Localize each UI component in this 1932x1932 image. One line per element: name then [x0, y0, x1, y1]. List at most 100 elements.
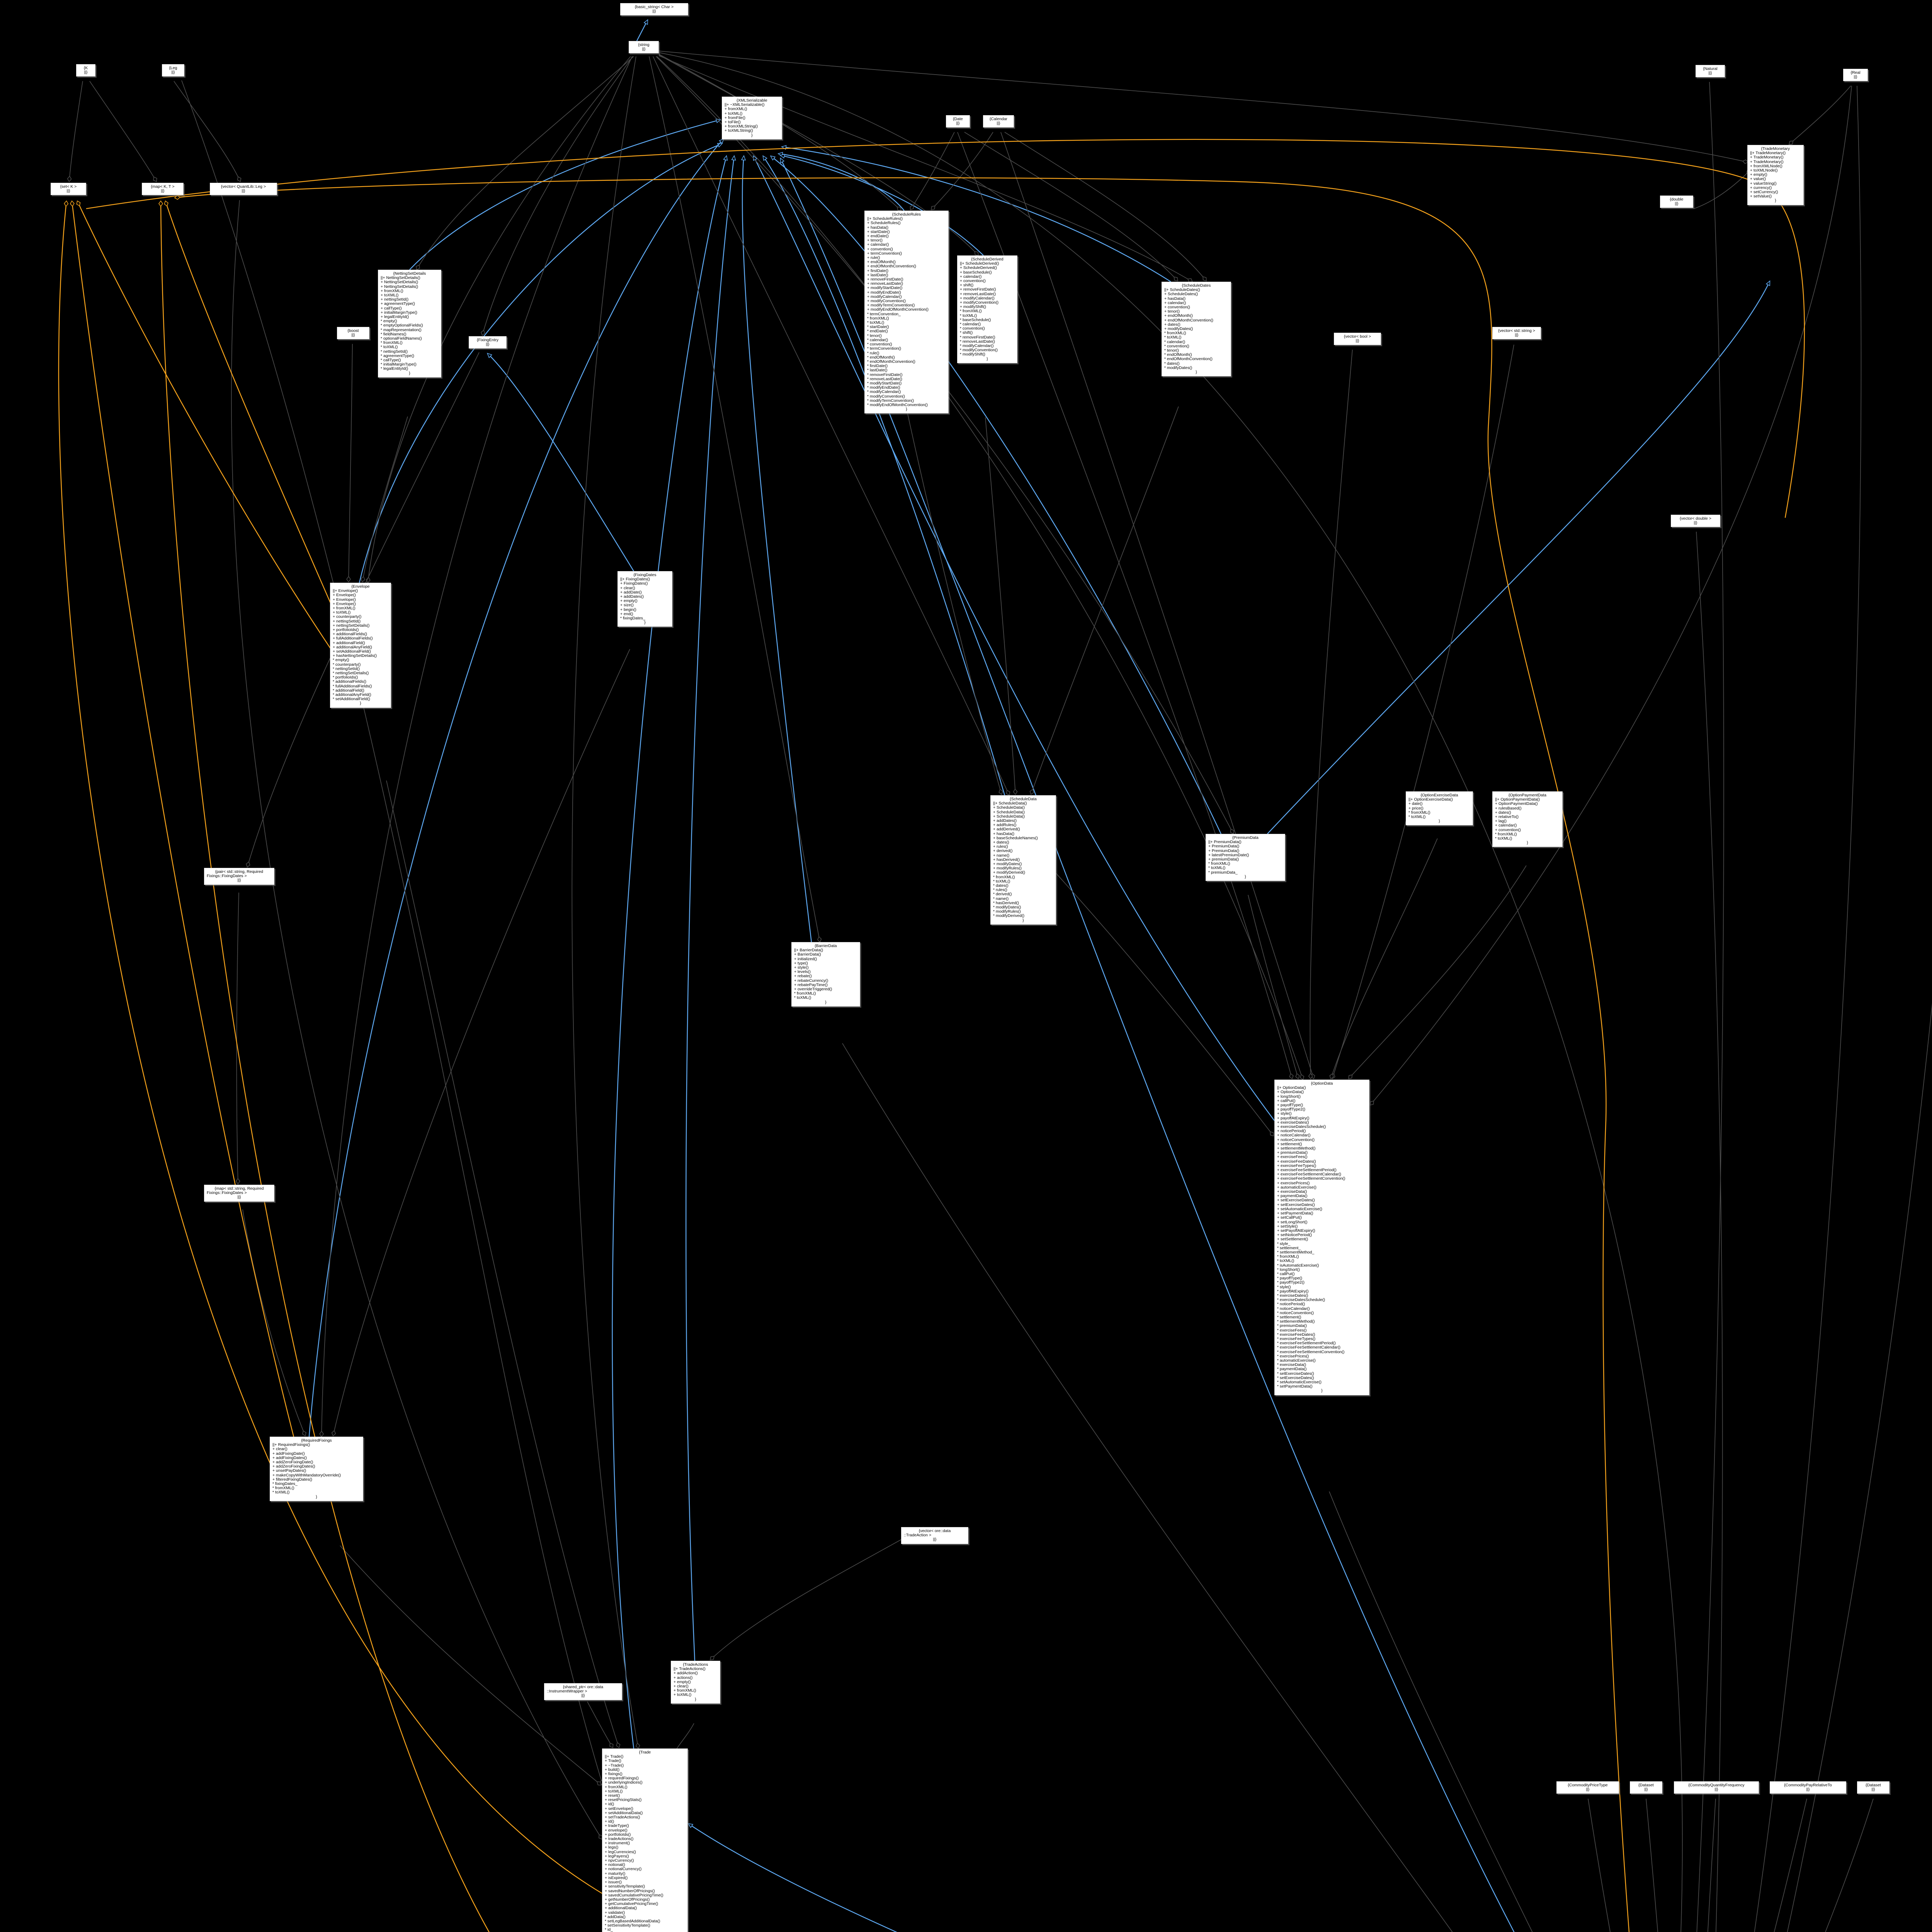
class-node-premium-data-line: + PremiumData() — [1208, 844, 1240, 849]
class-node-schedule-derived-line: + baseSchedule() — [960, 270, 992, 275]
class-node-commodity-quantity-frequency-line: {CommodityQuantityFrequency — [1688, 1783, 1745, 1787]
class-node-shared-ptr-instrument-wrapper[interactable]: {shared_ptr< ore::data::InstrumentWrappe… — [544, 1683, 622, 1700]
class-node-dataset-1[interactable]: {Dataset||} — [1630, 1781, 1662, 1794]
edge-vector-quantlib-leg-to-trade — [231, 200, 602, 1839]
edge-calendar-to-schedule-rules — [931, 132, 993, 210]
class-node-set-k[interactable]: {set< K >||} — [51, 183, 86, 196]
class-node-schedule-data-line: + hasData() — [993, 831, 1015, 836]
class-node-fixing-dates-line: {FixingDates — [633, 573, 656, 577]
class-node-xml-serializable[interactable]: {XMLSerializable||+ ~XMLSerializable()+ … — [722, 97, 782, 139]
class-node-schedule-derived-line: * removeLastDate() — [960, 339, 995, 344]
class-node-schedule-dates-line: * toXML() — [1164, 335, 1182, 340]
class-node-option-data-line: * isAutomaticExercise() — [1277, 1263, 1319, 1268]
class-node-vector-quantlib-leg[interactable]: {vector< QuantLib::Leg >||} — [210, 183, 277, 196]
class-node-commodity-pay-relative-to[interactable]: {CommodityPayRelativeTo||} — [1770, 1781, 1846, 1794]
class-node-trade-line: + getNumberOfPricings() — [605, 1897, 650, 1902]
class-node-netting-set-details-line: * legalEntityId() — [381, 366, 408, 371]
class-node-option-exercise-data[interactable]: {OptionExerciseData||+ OptionExerciseDat… — [1406, 791, 1473, 826]
class-node-schedule-dates-line: + endOfMonthConvention() — [1164, 318, 1213, 323]
class-node-netting-set-details-line: * toXML() — [381, 345, 398, 350]
class-node-map-k-t[interactable]: {map< K, T >||} — [142, 183, 184, 196]
class-node-double[interactable]: {double||} — [1660, 196, 1693, 208]
class-node-pair-fixing-dates-line: ||} — [237, 878, 241, 883]
class-node-string[interactable]: {string||} — [629, 41, 659, 54]
class-node-commodity-quantity-frequency[interactable]: {CommodityQuantityFrequency||} — [1674, 1781, 1759, 1794]
class-node-schedule-rules-line: * removeFirstDate() — [867, 372, 903, 377]
class-node-schedule-rules-line: ||+ ScheduleRules() — [867, 216, 903, 221]
class-node-schedule-dates-line: + hasData() — [1164, 296, 1186, 301]
class-node-dataset-2-line: {Dataset — [1866, 1783, 1881, 1787]
edge-fixing-dates-to-required-fixings — [333, 649, 630, 1436]
class-node-option-data-line: * exerciseFeeDates() — [1277, 1332, 1315, 1337]
class-node-real[interactable]: {Real||} — [1843, 69, 1868, 82]
class-node-schedule-rules[interactable]: {ScheduleRules||+ ScheduleRules()+ Sched… — [864, 211, 949, 414]
class-node-shared-ptr-instrument-wrapper-line: ::InstrumentWrapper > — [547, 1689, 587, 1694]
class-node-schedule-derived[interactable]: {ScheduleDerived||+ ScheduleDerived()+ S… — [957, 255, 1017, 363]
class-node-vector-double[interactable]: {vector< double >||} — [1671, 515, 1720, 527]
class-node-k[interactable]: {K||} — [76, 64, 95, 77]
class-node-option-data-line: + exerciseFeeSettlementCalendar() — [1277, 1172, 1342, 1177]
class-node-trade-actions[interactable]: {TradeActions||+ TradeActions()+ addActi… — [671, 1661, 720, 1704]
class-node-option-data-line: * exerciseData() — [1277, 1362, 1306, 1367]
class-node-vector-trade-action[interactable]: {vector< ore::data::TradeAction >||} — [901, 1527, 968, 1544]
class-node-trade-monetary[interactable]: {TradeMonetary||+ TradeMonetary()+ Trade… — [1747, 145, 1804, 205]
class-node-option-payment-data-line: + calendar() — [1495, 823, 1517, 828]
class-node-vector-string[interactable]: {vector< std::string >||} — [1492, 327, 1541, 340]
class-node-schedule-data-line: + modifyDerived() — [993, 870, 1026, 875]
class-node-barrier-data-line: + overrideTriggered() — [794, 987, 832, 992]
edge-real-to-commodity-average-price-option — [1754, 85, 1862, 1932]
edge-trade-to-xml-serializable — [612, 156, 726, 1749]
class-node-trade-line: + tradeActions() — [605, 1837, 634, 1842]
class-node-netting-set-details-line: + nettingSetId() — [381, 297, 409, 302]
edge-string-to-trade — [571, 56, 638, 1748]
class-node-option-payment-data-line: + relativeTo() — [1495, 815, 1519, 820]
class-node-schedule-data[interactable]: {ScheduleData||+ ScheduleData()+ Schedul… — [990, 795, 1056, 925]
class-node-fixing-dates[interactable]: {FixingDates||+ FixingDates()+ FixingDat… — [617, 571, 672, 627]
class-node-netting-set-details[interactable]: {NettingSetDetails||+ NettingSetDetails(… — [378, 270, 441, 378]
class-node-netting-set-details-line: + NettingSetDetails() — [381, 280, 418, 285]
class-node-commodity-price-type[interactable]: {CommodityPriceType||} — [1556, 1781, 1619, 1794]
class-node-schedule-data-line: * modifyDerived() — [993, 913, 1025, 918]
class-node-trade-line: + savedNumberOfPricings() — [605, 1888, 655, 1893]
class-node-trade-line: * setLegBasedAdditionalData() — [605, 1918, 660, 1923]
class-node-basic-string[interactable]: {basic_string< Char >||} — [620, 3, 688, 16]
class-node-envelope[interactable]: {Envelope||+ Envelope()+ Envelope()+ Env… — [330, 583, 391, 708]
class-node-trade[interactable]: {Trade||+ Trade()+ Trade()+ ~Trade()+ bu… — [602, 1748, 688, 1932]
class-node-option-data-line: + setExerciseDates() — [1277, 1202, 1315, 1207]
class-node-leg[interactable]: {Leg||} — [162, 64, 184, 77]
class-node-boost[interactable]: {boost||} — [337, 327, 369, 340]
class-node-option-data[interactable]: {OptionData||+ OptionData()+ OptionData(… — [1274, 1080, 1369, 1395]
class-node-set-k-line: {set< K > — [60, 184, 77, 189]
class-node-barrier-data-line: {BarrierData — [815, 944, 837, 948]
edge-schedule-rules-to-xml-serializable — [779, 154, 905, 211]
class-node-calendar[interactable]: {Calendar||} — [983, 115, 1014, 128]
class-node-schedule-dates-line: + endOfMonth() — [1164, 313, 1193, 318]
class-node-option-data-line: + exerciseDatesSchedule() — [1277, 1124, 1326, 1129]
class-node-fixing-entry-line: ||} — [486, 342, 490, 347]
class-node-vector-string-line: {vector< std::string > — [1498, 328, 1535, 333]
class-node-schedule-dates[interactable]: {ScheduleDates||+ ScheduleDates()+ Sched… — [1162, 282, 1231, 377]
edge-option-data-to-commodity-average-price-option — [1329, 1491, 1533, 1932]
class-node-envelope-line: * additionalAnyField() — [333, 692, 371, 697]
class-node-option-payment-data[interactable]: {OptionPaymentData||+ OptionPaymentData(… — [1492, 791, 1563, 847]
class-node-dataset-2[interactable]: {Dataset||} — [1857, 1781, 1889, 1794]
class-node-trade-line: + savedCumulativePricingTime() — [605, 1893, 663, 1898]
class-node-date[interactable]: {Date||} — [946, 115, 970, 128]
class-node-string-line: ||} — [642, 47, 646, 52]
class-node-fixing-entry[interactable]: {FixingEntry||} — [469, 336, 507, 349]
class-node-option-payment-data-line: + rulesBased() — [1495, 806, 1522, 811]
class-node-required-fixings[interactable]: {RequiredFixings||+ RequiredFixings()+ c… — [270, 1437, 363, 1501]
class-node-xml-serializable-line: + toXMLString() — [724, 128, 753, 133]
class-node-barrier-data[interactable]: {BarrierData||+ BarrierData()+ BarrierDa… — [791, 942, 860, 1007]
edge-string-to-option-data — [656, 56, 1303, 1080]
class-node-vector-bool[interactable]: {vector< bool >||} — [1334, 333, 1381, 345]
class-node-option-data-line: + exerciseFeeDates() — [1277, 1159, 1316, 1164]
class-node-natural[interactable]: {Natural||} — [1696, 65, 1725, 78]
class-node-option-data-line: + OptionData() — [1277, 1090, 1304, 1095]
class-node-premium-data[interactable]: {PremiumData||+ PremiumData()+ PremiumDa… — [1206, 834, 1285, 881]
class-node-schedule-dates-line: + modifyDates() — [1164, 327, 1193, 332]
class-node-trade-line: + isExpired() — [605, 1875, 628, 1880]
